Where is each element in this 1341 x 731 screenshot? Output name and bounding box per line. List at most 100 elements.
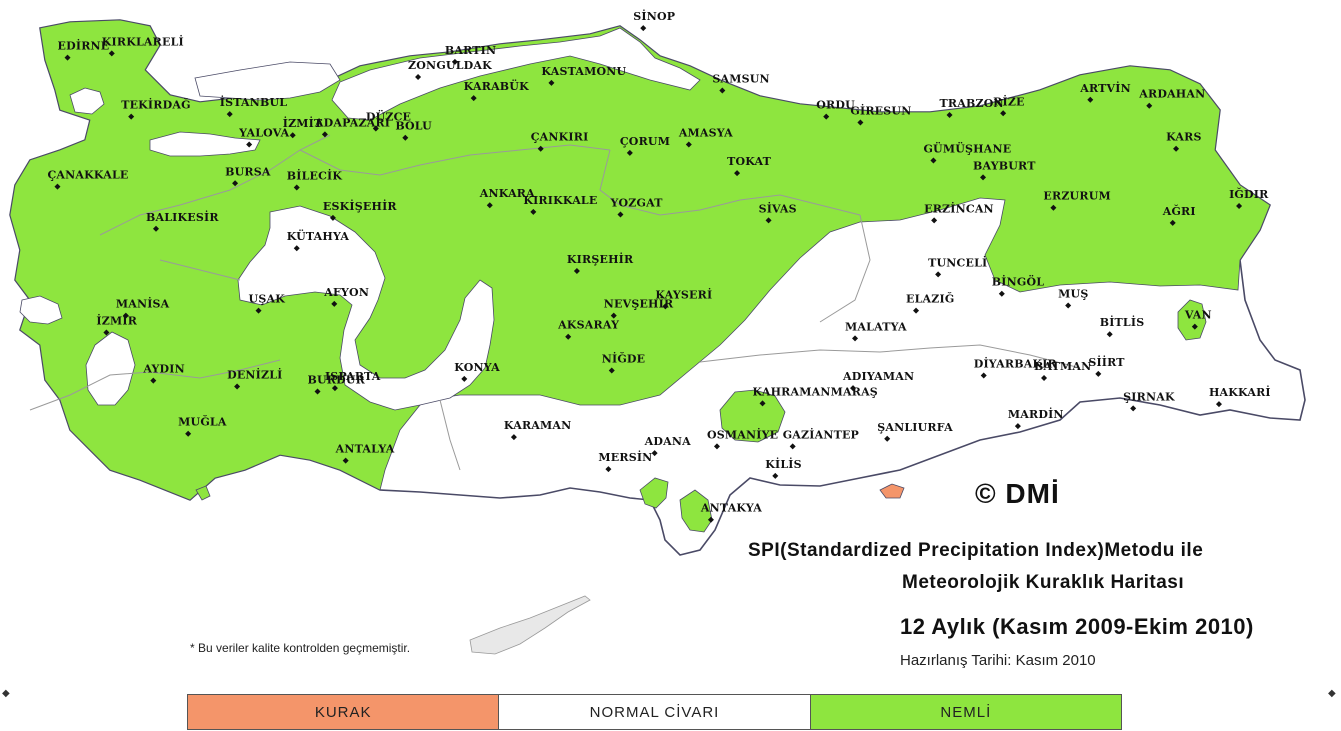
city-marker-i-zmi-r xyxy=(103,329,110,336)
nemli-region-antalya-coast xyxy=(195,485,211,501)
city-marker-c-anakkale xyxy=(54,183,61,190)
city-marker-elazig- xyxy=(913,307,920,314)
legend-nemli: NEMLİ xyxy=(810,695,1121,729)
legend: KURAK NORMAL CİVARI NEMLİ xyxy=(187,694,1122,730)
city-label-kirklareli-: KIRKLARELİ xyxy=(102,34,184,48)
city-marker-si-nop xyxy=(640,25,647,32)
nemli-region-van xyxy=(1177,299,1207,341)
city-label-us-ak: UŞAK xyxy=(249,293,286,306)
city-label-bi-tli-s: BİTLİS xyxy=(1100,315,1145,329)
city-marker-tunceli- xyxy=(935,271,942,278)
city-label-c-ankiri: ÇANKIRI xyxy=(531,131,589,144)
city-marker-mug-la xyxy=(185,430,192,437)
city-label-balikesi-r: BALIKESİR xyxy=(146,210,219,224)
prepared-date: Hazırlanış Tarihi: Kasım 2010 xyxy=(900,652,1096,669)
city-marker-balikesi-r xyxy=(153,225,159,232)
city-label-nevs-ehi-r: NEVŞEHİR xyxy=(604,297,674,311)
city-marker-mersi-n xyxy=(605,466,612,473)
city-label-teki-rdag-: TEKİRDAĞ xyxy=(121,98,190,112)
city-label-burdur: BURDUR xyxy=(308,374,366,387)
city-marker-us-ak xyxy=(255,307,262,314)
city-marker-mus- xyxy=(1065,302,1072,309)
city-marker-kastamonu xyxy=(548,79,555,86)
city-label-adapazari: ADAPAZARI xyxy=(314,116,390,129)
city-marker-eski-s-ehi-r xyxy=(329,214,336,221)
city-label-s-irnak: ŞIRNAK xyxy=(1123,390,1175,403)
city-marker-amasya xyxy=(685,141,692,148)
city-marker-ankara xyxy=(486,202,493,209)
city-label-yozgat: YOZGAT xyxy=(609,196,663,209)
city-marker-trabzon xyxy=(946,111,953,118)
city-marker-antalya xyxy=(342,457,349,464)
city-marker-nevs-ehi-r xyxy=(610,312,617,319)
city-label-erzi-ncan: ERZİNCAN xyxy=(924,201,994,215)
normal-region-istanbul xyxy=(194,61,341,101)
nemli-region-antakya xyxy=(679,489,713,533)
city-label-batman: BATMAN xyxy=(1034,360,1091,373)
city-label-aksaray: AKSARAY xyxy=(557,319,619,332)
city-marker-gu-mu-s-hane xyxy=(930,157,937,164)
city-label-si-vas: SİVAS xyxy=(759,201,797,215)
city-label-bi-leci-k: BİLECİK xyxy=(287,168,343,182)
city-label-ankara: ANKARA xyxy=(479,187,535,200)
city-label-mug-la: MUĞLA xyxy=(178,415,227,429)
city-label-adiyaman: ADIYAMAN xyxy=(842,370,914,383)
city-marker-gi-resun xyxy=(857,119,864,126)
city-marker-ri-ze xyxy=(1000,110,1007,117)
legend-kurak: KURAK xyxy=(188,695,500,729)
city-label-osmani-ye: OSMANİYE xyxy=(707,427,778,441)
city-label-yalova: YALOVA xyxy=(238,126,289,139)
city-label-bartin: BARTIN xyxy=(445,44,496,57)
city-label-van: VAN xyxy=(1184,309,1212,322)
city-label-karaman: KARAMAN xyxy=(504,419,572,432)
city-marker-hakkari- xyxy=(1215,401,1222,408)
city-label-kirs-ehi-r: KIRŞEHİR xyxy=(567,252,634,266)
legend-kurak-label: KURAK xyxy=(314,703,372,721)
city-label-bayburt: BAYBURT xyxy=(973,159,1036,172)
city-label-mani-sa: MANİSA xyxy=(116,297,170,311)
city-marker-tokat xyxy=(734,170,741,177)
city-label-i-stanbul: İSTANBUL xyxy=(220,95,288,109)
city-marker-antakya xyxy=(707,516,714,523)
city-marker-kars xyxy=(1173,145,1180,152)
city-marker-kirklareli- xyxy=(108,50,115,57)
city-marker-bi-ngo-l xyxy=(998,290,1005,297)
city-marker-edi-rne xyxy=(64,54,71,61)
normal-region-konya xyxy=(237,205,495,411)
city-label-afyon: AFYON xyxy=(323,286,369,299)
city-label-eski-s-ehi-r: ESKİŞEHİR xyxy=(323,199,398,213)
region-boundaries xyxy=(29,134,1081,471)
legend-normal-label: NORMAL CİVARI xyxy=(589,703,720,721)
nemli-region-main xyxy=(9,19,1271,501)
city-marker-c-ankiri xyxy=(537,145,544,152)
city-label-isparta: ISPARTA xyxy=(325,370,381,383)
city-label-s-anliurfa: ŞANLIURFA xyxy=(877,421,953,434)
city-marker-aksaray xyxy=(565,333,572,340)
city-marker-s-anliurfa xyxy=(884,435,891,442)
city-label-gazi-antep: GAZİANTEP xyxy=(783,427,859,441)
city-marker-di-yarbakir xyxy=(980,372,987,379)
city-label-ni-g-de: NİĞDE xyxy=(602,351,646,365)
normal-region-aydin xyxy=(85,331,136,406)
map-title-line2: Meteorolojik Kuraklık Haritası xyxy=(902,572,1185,593)
city-marker-afyon xyxy=(331,300,338,307)
city-marker-kirs-ehi-r xyxy=(573,267,580,274)
city-marker-bolu xyxy=(402,134,409,141)
city-marker-si-i-rt xyxy=(1095,370,1102,377)
city-marker-kirikkale xyxy=(530,208,537,215)
city-marker-yalova xyxy=(246,141,253,148)
normal-region-north xyxy=(331,27,701,121)
city-marker-ag-ri xyxy=(1169,219,1176,226)
city-label-mersi-n: MERSİN xyxy=(598,450,652,464)
city-label-ki-li-s: KİLİS xyxy=(765,457,802,471)
city-label-antalya: ANTALYA xyxy=(335,443,395,456)
city-marker-ni-g-de xyxy=(608,367,615,374)
city-marker-bi-leci-k xyxy=(293,184,300,191)
city-marker-kayseri- xyxy=(662,303,669,310)
kurak-region-south xyxy=(879,483,905,499)
legend-nemli-label: NEMLİ xyxy=(940,703,992,721)
city-marker-malatya xyxy=(852,335,859,342)
city-marker-i-stanbul xyxy=(226,111,233,118)
city-label-tunceli-: TUNCELİ xyxy=(928,255,987,269)
